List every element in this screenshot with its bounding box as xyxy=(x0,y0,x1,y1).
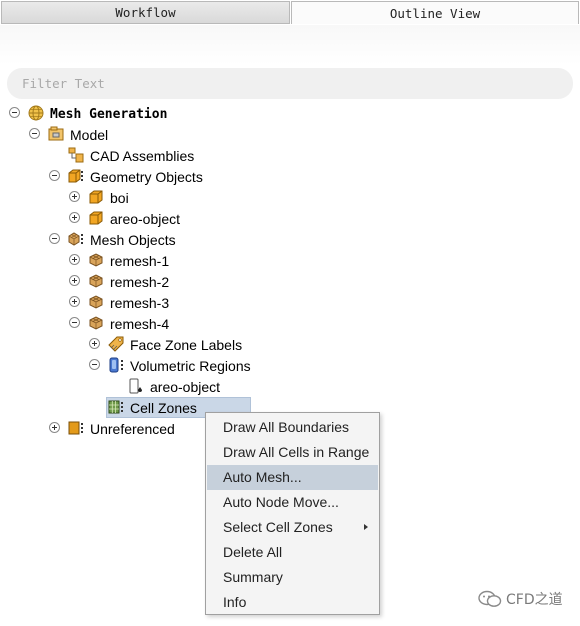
geometry-object-icon xyxy=(89,211,103,225)
tree-item-remesh-1[interactable]: remesh-1 xyxy=(0,251,400,272)
tree-item-cell-zones[interactable]: Cell Zones xyxy=(0,398,400,419)
tab-workflow[interactable]: Workflow xyxy=(1,1,290,24)
collapse-toggle-icon[interactable] xyxy=(29,128,40,139)
mesh-object-icon xyxy=(89,253,103,267)
face-zone-labels-icon xyxy=(108,336,124,352)
tree-item-mesh-objects[interactable]: Mesh Objects xyxy=(0,230,400,251)
watermark-text: CFD之道 xyxy=(506,592,563,608)
tree-item-label: remesh-3 xyxy=(110,295,170,311)
tree-item-geometry-objects[interactable]: Geometry Objects xyxy=(0,167,400,188)
filter-box xyxy=(7,68,573,99)
tree-item-label: boi xyxy=(110,190,129,206)
menu-item-auto-node-move[interactable]: Auto Node Move... xyxy=(223,494,339,510)
tree-item-volumetric-regions[interactable]: Volumetric Regions xyxy=(0,356,400,377)
filter-text-input[interactable] xyxy=(22,68,562,99)
menu-item-info[interactable]: Info xyxy=(223,594,247,610)
tree-item-mesh-generation[interactable]: Mesh Generation xyxy=(0,104,400,125)
tree-item-model[interactable]: Model xyxy=(0,125,400,146)
tree-item-label: CAD Assemblies xyxy=(90,148,195,164)
tree-item-label: Mesh Objects xyxy=(90,232,176,248)
globe-icon xyxy=(28,105,44,121)
tree-item-label: areo-object xyxy=(110,211,181,227)
geometry-objects-icon xyxy=(68,169,83,183)
tree-item-face-zone-labels[interactable]: Face Zone Labels xyxy=(0,335,400,356)
tree-item-label: Face Zone Labels xyxy=(130,337,243,353)
mesh-objects-icon xyxy=(68,232,83,246)
region-object-icon xyxy=(129,378,142,394)
tree-item-label: remesh-2 xyxy=(110,274,170,290)
collapse-toggle-icon[interactable] xyxy=(9,107,20,118)
unreferenced-icon xyxy=(68,421,83,435)
collapse-toggle-icon[interactable] xyxy=(49,170,60,181)
tree-item-label: Cell Zones xyxy=(130,400,197,416)
tree-item-boi[interactable]: boi xyxy=(0,188,400,209)
tree-item-areo-object-region[interactable]: areo-object xyxy=(0,377,400,398)
menu-item-select-cell-zones[interactable]: Select Cell Zones xyxy=(207,515,378,540)
tree-item-label: Unreferenced xyxy=(90,421,175,437)
menu-item-draw-all-cells-in-range[interactable]: Draw All Cells in Range xyxy=(223,444,370,460)
mesh-object-icon xyxy=(89,316,103,330)
watermark: CFD之道 xyxy=(478,589,563,609)
tree-item-cad-assemblies[interactable]: CAD Assemblies xyxy=(0,146,400,167)
tab-outline-view[interactable]: Outline View xyxy=(291,1,579,24)
submenu-arrow-icon xyxy=(364,524,368,530)
expand-toggle-icon[interactable] xyxy=(69,275,80,286)
tree-item-label: remesh-4 xyxy=(110,316,170,332)
collapse-toggle-icon[interactable] xyxy=(69,317,80,328)
menu-item-label: Select Cell Zones xyxy=(223,519,333,535)
tree-item-areo-object-geometry[interactable]: areo-object xyxy=(0,209,400,230)
expand-toggle-icon[interactable] xyxy=(69,191,80,202)
volumetric-regions-icon xyxy=(109,357,123,373)
tree-item-label: areo-object xyxy=(150,379,221,395)
tree-item-remesh-2[interactable]: remesh-2 xyxy=(0,272,400,293)
mesh-object-icon xyxy=(89,295,103,309)
tree-item-unreferenced[interactable]: Unreferenced xyxy=(0,419,400,440)
collapse-toggle-icon[interactable] xyxy=(49,233,60,244)
expand-toggle-icon[interactable] xyxy=(89,338,100,349)
tab-bar: Workflow Outline View xyxy=(0,0,580,25)
tree-item-label: Model xyxy=(70,127,109,143)
expand-toggle-icon[interactable] xyxy=(69,254,80,265)
menu-item-draw-all-boundaries[interactable]: Draw All Boundaries xyxy=(223,419,350,435)
expand-toggle-icon[interactable] xyxy=(49,422,60,433)
mesh-object-icon xyxy=(89,274,103,288)
menu-item-summary[interactable]: Summary xyxy=(223,569,283,585)
menu-item-delete-all[interactable]: Delete All xyxy=(223,544,283,560)
tree-item-label: Geometry Objects xyxy=(90,169,203,185)
wechat-icon xyxy=(478,590,502,607)
context-menu: Draw All Boundaries Draw All Cells in Ra… xyxy=(205,412,380,615)
model-icon xyxy=(48,126,64,141)
tree-item-label: remesh-1 xyxy=(110,253,170,269)
tree-item-label: Mesh Generation xyxy=(50,107,168,122)
toolbar-band xyxy=(0,25,580,65)
tree-item-remesh-4[interactable]: remesh-4 xyxy=(0,314,400,335)
menu-item-auto-mesh[interactable]: Auto Mesh... xyxy=(207,465,378,490)
cad-assemblies-icon xyxy=(68,147,84,163)
geometry-object-icon xyxy=(89,190,103,204)
expand-toggle-icon[interactable] xyxy=(69,212,80,223)
tree-item-remesh-3[interactable]: remesh-3 xyxy=(0,293,400,314)
tree-item-label: Volumetric Regions xyxy=(130,358,251,374)
cell-zones-icon xyxy=(108,400,123,414)
expand-toggle-icon[interactable] xyxy=(69,296,80,307)
collapse-toggle-icon[interactable] xyxy=(89,359,100,370)
